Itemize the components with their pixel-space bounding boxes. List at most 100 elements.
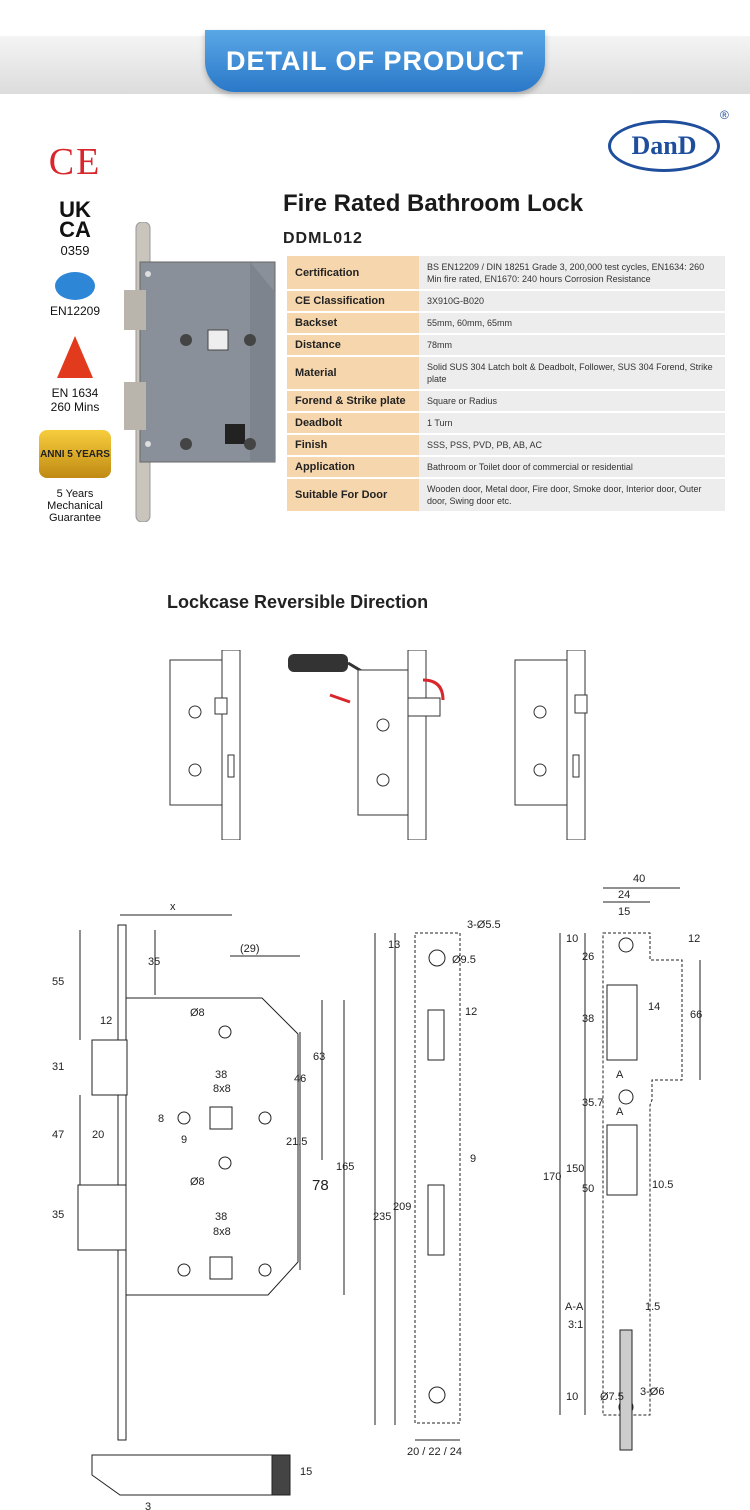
guarantee-line-2: Mechanical bbox=[47, 500, 103, 512]
dimension-label: Ø9.5 bbox=[452, 954, 476, 966]
spec-value: BS EN12209 / DIN 18251 Grade 3, 200,000 … bbox=[419, 256, 725, 291]
guarantee-line-1: 5 Years bbox=[56, 488, 94, 500]
ce-mark: CE bbox=[48, 141, 102, 183]
spec-key: Deadbolt bbox=[287, 412, 419, 435]
dimension-label: 15 bbox=[300, 1466, 312, 1478]
dimension-label: x bbox=[170, 901, 176, 913]
en12209-icon bbox=[55, 272, 95, 300]
dimension-label: 3 bbox=[145, 1501, 151, 1510]
spec-value: 1 Turn bbox=[419, 412, 725, 435]
dimension-label: 63 bbox=[313, 1051, 325, 1063]
dimension-label: 40 bbox=[633, 873, 645, 885]
dimension-label: 78 bbox=[312, 1177, 329, 1194]
fire-icon bbox=[57, 336, 93, 378]
dimension-label: 10 bbox=[566, 1391, 578, 1403]
registered-mark: ® bbox=[720, 108, 729, 122]
dimension-label: (29) bbox=[240, 943, 260, 955]
banner-tab: DETAIL OF PRODUCT bbox=[205, 30, 545, 92]
fire-rating: EN 1634 bbox=[51, 386, 99, 400]
ukca-mark: UK CA bbox=[59, 197, 91, 242]
spec-value: Square or Radius bbox=[419, 390, 725, 413]
dimension-label: 14 bbox=[648, 1001, 660, 1013]
dimension-label: 12 bbox=[688, 933, 700, 945]
dimension-label: 46 bbox=[294, 1073, 306, 1085]
dimension-label: 1.5 bbox=[645, 1301, 660, 1313]
guarantee-line-3: Guarantee bbox=[49, 512, 101, 524]
reversible-title: Lockcase Reversible Direction bbox=[167, 592, 429, 612]
dimension-label: 35 bbox=[52, 1209, 64, 1221]
dimension-label: 235 bbox=[373, 1211, 391, 1223]
dimension-label: 8x8 bbox=[213, 1226, 231, 1238]
spec-key: Application bbox=[287, 456, 419, 479]
spec-key: Forend & Strike plate bbox=[287, 390, 419, 413]
banner-title: DETAIL OF PRODUCT bbox=[226, 45, 524, 76]
product-model: DDML012 bbox=[283, 230, 363, 247]
certification-column: CE UK CA 0359 EN12209 EN 1634 260 Mins A… bbox=[30, 140, 120, 524]
lockcase-left-illustration bbox=[169, 650, 241, 840]
fire-minutes: 260 Mins bbox=[50, 400, 100, 414]
dimension-label: 150 bbox=[566, 1163, 584, 1175]
spec-key: Finish bbox=[287, 434, 419, 457]
dimension-label: 165 bbox=[336, 1161, 354, 1173]
dimension-label: 35 bbox=[148, 956, 160, 968]
spec-value: Solid SUS 304 Latch bolt & Deadbolt, Fol… bbox=[419, 356, 725, 391]
brand-logo: DanD bbox=[608, 120, 720, 172]
spec-value: SSS, PSS, PVD, PB, AB, AC bbox=[419, 434, 725, 457]
logo-text: DanD bbox=[631, 131, 697, 160]
dimension-label: 8x8 bbox=[213, 1083, 231, 1095]
dimension-label: 20 bbox=[92, 1129, 104, 1141]
dimension-label: 20 / 22 / 24 bbox=[407, 1446, 462, 1458]
spec-key: Material bbox=[287, 356, 419, 391]
dimension-label: 26 bbox=[582, 951, 594, 963]
dimension-label: 24 bbox=[618, 889, 630, 901]
product-title: Fire Rated Bathroom Lock bbox=[283, 190, 584, 217]
dimension-label: 31 bbox=[52, 1061, 64, 1073]
dimension-label: 10.5 bbox=[652, 1179, 673, 1191]
spec-key: CE Classification bbox=[287, 290, 419, 313]
spec-value: 55mm, 60mm, 65mm bbox=[419, 312, 725, 335]
dimension-label: 38 bbox=[582, 1013, 594, 1025]
dimension-label: 10 bbox=[566, 933, 578, 945]
dimension-label: 3-Ø6 bbox=[640, 1386, 664, 1398]
spec-key: Distance bbox=[287, 334, 419, 357]
dimension-label: Ø7.5 bbox=[600, 1391, 624, 1403]
dimension-label: 9 bbox=[470, 1153, 476, 1165]
spec-key: Suitable For Door bbox=[287, 478, 419, 513]
spec-key: Certification bbox=[287, 256, 419, 291]
dimension-label: 3-Ø5.5 bbox=[467, 919, 501, 931]
lock-body-image bbox=[124, 222, 276, 522]
en12209-label: EN12209 bbox=[49, 304, 101, 318]
dimension-label: 38 bbox=[215, 1211, 227, 1223]
dimension-label: 35.7 bbox=[582, 1097, 603, 1109]
spec-value: 78mm bbox=[419, 334, 725, 357]
dimension-label: Ø8 bbox=[190, 1007, 205, 1019]
dimension-label: 66 bbox=[690, 1009, 702, 1021]
spec-value: 3X910G-B020 bbox=[419, 290, 725, 313]
dimension-label: 50 bbox=[582, 1183, 594, 1195]
dimension-label: 21.5 bbox=[286, 1136, 307, 1148]
dimension-label: 209 bbox=[393, 1201, 411, 1213]
ukca-number: 0359 bbox=[60, 243, 90, 258]
dimension-label: 15 bbox=[618, 906, 630, 918]
spec-value: Bathroom or Toilet door of commercial or… bbox=[419, 456, 725, 479]
dimension-label: 12 bbox=[100, 1015, 112, 1027]
guarantee-badge-icon: ANNI 5 YEARS bbox=[39, 430, 111, 478]
spec-value: Wooden door, Metal door, Fire door, Smok… bbox=[419, 478, 725, 513]
dimension-label: 8 bbox=[158, 1113, 164, 1125]
dimension-label: 47 bbox=[52, 1129, 64, 1141]
dimension-label: 13 bbox=[388, 939, 400, 951]
dimension-label: 12 bbox=[465, 1006, 477, 1018]
dimension-label: Ø8 bbox=[190, 1176, 205, 1188]
dimension-label: 9 bbox=[181, 1134, 187, 1146]
dimension-label: 3:1 bbox=[568, 1319, 583, 1331]
lockcase-screwdriver-illustration bbox=[288, 650, 445, 840]
